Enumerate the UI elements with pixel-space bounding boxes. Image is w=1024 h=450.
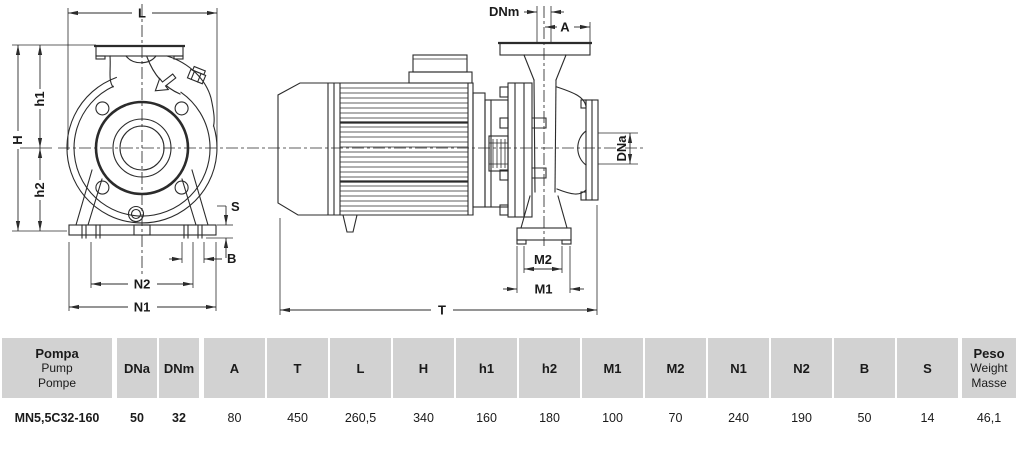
- value-cell-m2: 70: [645, 405, 706, 431]
- pump-header-main: Pompa: [35, 345, 79, 361]
- table-header-row: Pompa Pump Pompe DNa DNm A T L H h1 h2 M…: [2, 338, 1022, 398]
- header-cell-n2: N2: [771, 338, 832, 398]
- header-cell-t: T: [267, 338, 328, 398]
- value-cell-b: 50: [834, 405, 895, 431]
- weight-header-sub1: Weight: [970, 360, 1008, 375]
- header-cell-h1: h1: [456, 338, 517, 398]
- value-cell-m1: 100: [582, 405, 643, 431]
- value-cell-model: MN5,5C32-160: [2, 405, 112, 431]
- value-cell-l: 260,5: [330, 405, 391, 431]
- value-cell-dna: 50: [117, 405, 157, 431]
- value-cell-weight: 46,1: [962, 405, 1016, 431]
- dim-label-l: L: [138, 6, 146, 21]
- dim-label-b: B: [227, 251, 236, 266]
- header-cell-h2: h2: [519, 338, 580, 398]
- dim-label-h: H: [10, 135, 25, 144]
- value-cell-dnm: 32: [159, 405, 199, 431]
- value-cell-t: 450: [267, 405, 328, 431]
- dim-label-m1: M1: [534, 282, 552, 297]
- pump-header-sub1: Pump: [41, 360, 73, 375]
- plug-fitting-icon: [186, 65, 207, 85]
- dim-label-s: S: [231, 199, 240, 214]
- header-cell-weight: Peso Weight Masse: [962, 338, 1016, 398]
- header-cell-a: A: [204, 338, 265, 398]
- centerlines: [20, 4, 645, 276]
- dim-label-t: T: [438, 303, 446, 318]
- value-cell-a: 80: [204, 405, 265, 431]
- dim-label-h1: h1: [32, 91, 47, 106]
- header-cell-n1: N1: [708, 338, 769, 398]
- side-view-dimensions: DNm A DNa M2 M1: [279, 4, 633, 318]
- dim-label-dnm: DNm: [489, 4, 519, 19]
- dim-label-dna: DNa: [614, 135, 629, 162]
- header-cell-h: H: [393, 338, 454, 398]
- dim-label-n2: N2: [134, 277, 151, 292]
- header-cell-dna: DNa: [117, 338, 157, 398]
- pump-header-sub2: Pompe: [37, 375, 77, 390]
- value-cell-n2: 190: [771, 405, 832, 431]
- header-cell-l: L: [330, 338, 391, 398]
- header-cell-dnm: DNm: [159, 338, 199, 398]
- value-cell-h: 340: [393, 405, 454, 431]
- rotation-arrow-icon: [154, 73, 177, 92]
- weight-header-main: Peso: [973, 345, 1005, 361]
- value-cell-h2: 180: [519, 405, 580, 431]
- value-cell-s: 14: [897, 405, 958, 431]
- table-data-row: MN5,5C32-160 50 32 80 450 260,5 340 160 …: [2, 405, 1022, 431]
- dim-label-n1: N1: [134, 300, 151, 315]
- header-cell-m2: M2: [645, 338, 706, 398]
- value-cell-h1: 160: [456, 405, 517, 431]
- weight-header-sub2: Masse: [971, 375, 1007, 390]
- header-cell-pump: Pompa Pump Pompe: [2, 338, 112, 398]
- header-cell-b: B: [834, 338, 895, 398]
- dimensions-table: Pompa Pump Pompe DNa DNm A T L H h1 h2 M…: [2, 338, 1022, 431]
- header-cell-m1: M1: [582, 338, 643, 398]
- side-view: [277, 41, 638, 245]
- dim-label-m2: M2: [534, 252, 552, 267]
- dim-label-h2: h2: [32, 182, 47, 197]
- pump-technical-drawing: L H h1 h2 S: [10, 4, 645, 318]
- header-cell-s: S: [897, 338, 958, 398]
- dim-label-a: A: [560, 20, 570, 35]
- value-cell-n1: 240: [708, 405, 769, 431]
- pump-drawing-svg: L H h1 h2 S: [10, 4, 645, 318]
- front-view-dimensions: L H h1 h2 S: [10, 6, 240, 315]
- front-view: [66, 44, 218, 239]
